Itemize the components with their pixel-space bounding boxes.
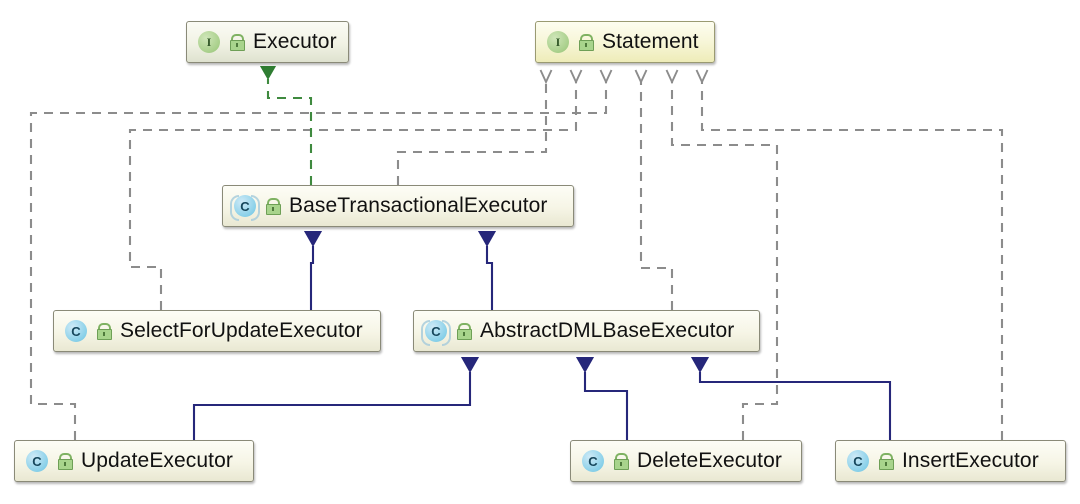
class-icon: C xyxy=(580,448,606,474)
edge-group-realization-gray xyxy=(29,82,1004,440)
class-node-insert-executor[interactable]: C InsertExecutor xyxy=(835,440,1066,482)
edge-delete-executor-to-abstract-dml-base-executor xyxy=(585,372,629,440)
edge-insert-executor-to-statement xyxy=(702,82,1004,440)
edge-abstract-dml-base-executor-to-base-transactional-executor xyxy=(487,246,492,310)
class-icon: C xyxy=(24,448,50,474)
unlocked-padlock-icon xyxy=(456,322,472,340)
class-node-label: InsertExecutor xyxy=(902,449,1039,472)
edge-insert-executor-to-abstract-dml-base-executor xyxy=(700,372,892,440)
abstract-class-icon: C xyxy=(421,318,451,346)
edge-group-generalization-blue xyxy=(192,246,892,440)
class-node-update-executor[interactable]: C UpdateExecutor xyxy=(14,440,254,482)
edge-select-for-update-executor-to-base-transactional-executor xyxy=(311,246,313,310)
edge-update-executor-to-statement xyxy=(29,82,606,440)
class-node-label: BaseTransactionalExecutor xyxy=(289,194,548,217)
class-node-label: SelectForUpdateExecutor xyxy=(120,319,363,342)
class-icon: C xyxy=(63,318,89,344)
class-node-delete-executor[interactable]: C DeleteExecutor xyxy=(570,440,802,482)
class-node-select-for-update-executor[interactable]: C SelectForUpdateExecutor xyxy=(53,310,381,352)
interface-icon: I xyxy=(196,29,222,55)
unlocked-padlock-icon xyxy=(229,33,245,51)
class-node-base-transactional-executor[interactable]: C BaseTransactionalExecutor xyxy=(222,185,574,227)
unlocked-padlock-icon xyxy=(578,33,594,51)
unlocked-padlock-icon xyxy=(96,322,112,340)
class-node-executor[interactable]: I Executor xyxy=(186,21,349,63)
unlocked-padlock-icon xyxy=(57,452,73,470)
class-node-label: UpdateExecutor xyxy=(81,449,233,472)
class-node-label: Executor xyxy=(253,30,337,53)
abstract-class-icon: C xyxy=(230,193,260,221)
class-node-label: AbstractDMLBaseExecutor xyxy=(480,319,735,342)
edge-select-for-update-executor-to-statement xyxy=(128,82,576,310)
unlocked-padlock-icon xyxy=(613,452,629,470)
unlocked-padlock-icon xyxy=(265,197,281,215)
interface-icon: I xyxy=(545,29,571,55)
edge-update-executor-to-abstract-dml-base-executor xyxy=(192,372,470,440)
class-node-abstract-dml-base-executor[interactable]: C AbstractDMLBaseExecutor xyxy=(413,310,760,352)
edge-base-transactional-executor-to-statement xyxy=(396,82,546,185)
edge-group-realization-green xyxy=(268,79,313,185)
class-node-label: Statement xyxy=(602,30,699,53)
class-node-label: DeleteExecutor xyxy=(637,449,782,472)
edge-abstract-dml-base-executor-to-statement xyxy=(641,82,674,310)
unlocked-padlock-icon xyxy=(878,452,894,470)
class-icon: C xyxy=(845,448,871,474)
class-node-statement[interactable]: I Statement xyxy=(535,21,715,63)
edge-base-transactional-executor-to-executor xyxy=(268,79,313,185)
edge-delete-executor-to-statement xyxy=(672,82,779,440)
